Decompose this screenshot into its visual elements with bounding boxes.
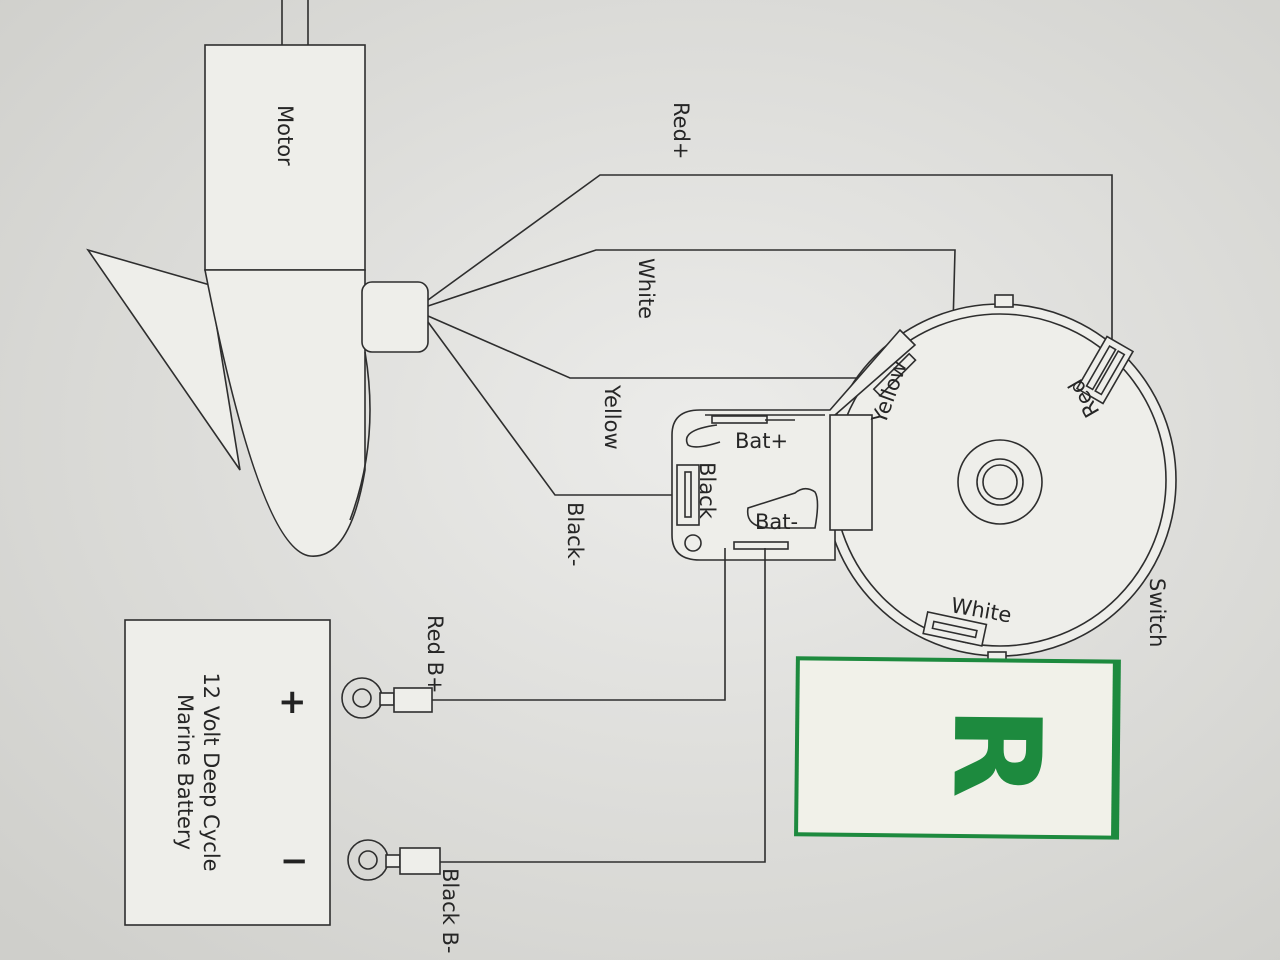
battery-minus: − bbox=[280, 841, 309, 881]
wire-label-black: Black- bbox=[563, 502, 587, 566]
wire-red bbox=[427, 174, 1113, 385]
battery-leads: Red B+ Black B- bbox=[341, 548, 766, 953]
trolling-motor: Motor bbox=[86, 0, 429, 557]
terminal-label-bat-plus: Bat+ bbox=[735, 429, 788, 453]
wire-red-b-plus bbox=[432, 548, 726, 701]
motor-housing bbox=[204, 44, 366, 271]
motor-shaft bbox=[281, 0, 309, 45]
r-card-letter: R bbox=[925, 705, 1065, 799]
wire-label-white: White bbox=[634, 258, 658, 319]
lead-label-negative: Black B- bbox=[438, 868, 462, 953]
motor-hub bbox=[361, 281, 429, 353]
r-card: R bbox=[794, 656, 1121, 840]
battery-label-line1: 12 Volt Deep Cycle bbox=[199, 672, 223, 871]
wire-black bbox=[427, 321, 688, 496]
terminal-label-bat-minus: Bat- bbox=[755, 510, 798, 534]
motor-label: Motor bbox=[273, 105, 297, 166]
switch-label: Switch bbox=[1145, 578, 1169, 647]
lead-label-positive: Red B+ bbox=[423, 615, 447, 694]
wire-label-yellow: Yellow bbox=[600, 384, 624, 450]
wire-black-b-minus bbox=[440, 548, 766, 863]
battery-plus: + bbox=[278, 682, 307, 722]
wire-label-red: Red+ bbox=[669, 102, 693, 160]
battery-label-line2: Marine Battery bbox=[173, 694, 197, 850]
terminal-label-black: Black bbox=[695, 462, 719, 520]
motor-fin bbox=[86, 248, 241, 471]
motor-lower-unit bbox=[204, 269, 366, 557]
switch-block bbox=[829, 414, 873, 531]
battery: + − 12 Volt Deep Cycle Marine Battery bbox=[124, 619, 331, 926]
switch: Bat+ Bat- Black Yellow Red White Switch bbox=[671, 294, 1177, 665]
wire-yellow bbox=[427, 315, 890, 379]
